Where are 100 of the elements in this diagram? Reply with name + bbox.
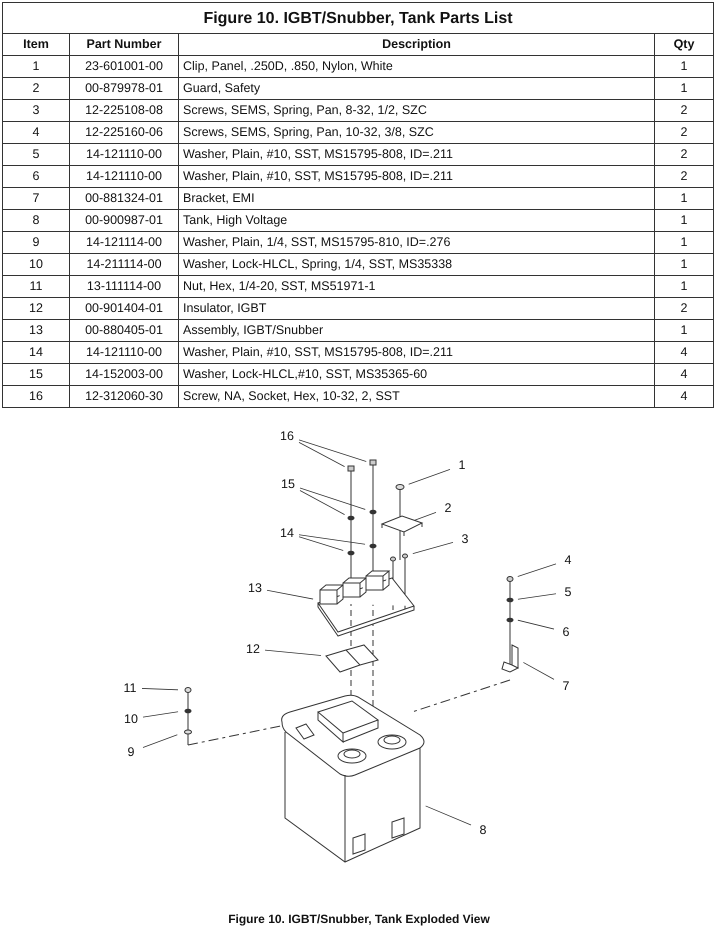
part-number: 14-121110-00 bbox=[86, 147, 162, 161]
column-header: Part Number bbox=[86, 37, 162, 51]
quantity: 1 bbox=[680, 323, 688, 337]
item-number: 12 bbox=[29, 301, 43, 315]
item-number: 2 bbox=[32, 81, 40, 95]
leader-line bbox=[298, 536, 344, 551]
figure-caption: Figure 10. IGBT/Snubber, Tank Exploded View bbox=[228, 912, 490, 926]
quantity: 1 bbox=[680, 81, 688, 95]
item-number: 3 bbox=[32, 103, 40, 117]
table-title: Figure 10. IGBT/Snubber, Tank Parts List bbox=[203, 10, 513, 26]
quantity: 2 bbox=[680, 301, 688, 315]
item-number: 14 bbox=[29, 345, 43, 359]
item-number: 7 bbox=[32, 191, 40, 205]
callout-number: 3 bbox=[454, 531, 476, 547]
quantity: 1 bbox=[680, 59, 688, 73]
item-number: 6 bbox=[32, 169, 40, 183]
part-number: 00-879978-01 bbox=[85, 81, 163, 95]
part-description: Washer, Plain, #10, SST, MS15795-808, ID=.211 bbox=[183, 169, 453, 183]
callout-number: 12 bbox=[242, 641, 264, 657]
callout-number: 2 bbox=[437, 500, 459, 516]
callout-number: 14 bbox=[276, 525, 298, 541]
quantity: 2 bbox=[680, 103, 688, 117]
quantity: 2 bbox=[680, 147, 688, 161]
part-description: Insulator, IGBT bbox=[183, 301, 266, 315]
part-number: 00-881324-01 bbox=[85, 191, 163, 205]
part-description: Guard, Safety bbox=[183, 81, 260, 95]
part-number: 14-121114-00 bbox=[86, 235, 162, 249]
item-number: 13 bbox=[29, 323, 43, 337]
leader-line bbox=[298, 439, 367, 462]
part-description: Clip, Panel, .250D, .850, Nylon, White bbox=[183, 59, 393, 73]
leader-line bbox=[264, 650, 322, 656]
quantity: 2 bbox=[680, 125, 688, 139]
item-number: 11 bbox=[30, 279, 42, 293]
part-number: 12-312060-30 bbox=[85, 389, 163, 403]
callout-number: 16 bbox=[276, 428, 298, 444]
item-number: 4 bbox=[32, 125, 40, 139]
part-number: 00-880405-01 bbox=[85, 323, 163, 337]
callout-number: 5 bbox=[557, 584, 579, 600]
quantity: 4 bbox=[680, 389, 688, 403]
item-number: 15 bbox=[29, 367, 43, 381]
callout-number: 15 bbox=[277, 476, 299, 492]
part-description: Screw, NA, Socket, Hex, 10-32, 2, SST bbox=[183, 389, 400, 403]
quantity: 1 bbox=[680, 257, 688, 271]
callout-number: 13 bbox=[244, 580, 266, 596]
item-number: 10 bbox=[29, 257, 43, 271]
leader-line bbox=[412, 542, 454, 554]
item-number: 5 bbox=[32, 147, 40, 161]
part-number: 00-901404-01 bbox=[85, 301, 163, 315]
part-number: 00-900987-01 bbox=[85, 213, 163, 227]
leader-line bbox=[518, 593, 556, 600]
item-number: 16 bbox=[29, 389, 43, 403]
quantity: 4 bbox=[680, 345, 688, 359]
part-description: Bracket, EMI bbox=[183, 191, 255, 205]
quantity: 1 bbox=[680, 191, 688, 205]
part-description: Assembly, IGBT/Snubber bbox=[183, 323, 324, 337]
leader-line bbox=[517, 564, 556, 577]
callout-number: 11 bbox=[119, 680, 141, 696]
part-number: 23-601001-00 bbox=[85, 59, 163, 73]
item-number: 8 bbox=[32, 213, 40, 227]
part-number: 12-225160-06 bbox=[85, 125, 163, 139]
leader-line bbox=[408, 468, 450, 485]
leader-line bbox=[300, 488, 366, 510]
part-description: Washer, Plain, #10, SST, MS15795-808, ID=.211 bbox=[183, 345, 453, 359]
leader-line bbox=[266, 590, 314, 600]
leader-line bbox=[414, 512, 436, 521]
leader-line bbox=[142, 734, 178, 748]
callout-number: 6 bbox=[555, 624, 577, 640]
item-number: 9 bbox=[32, 235, 40, 249]
part-number: 13-111114-00 bbox=[86, 279, 162, 293]
column-header: Qty bbox=[674, 37, 694, 51]
leader-line bbox=[142, 688, 178, 690]
callout-number: 4 bbox=[557, 552, 579, 568]
quantity: 1 bbox=[680, 279, 688, 293]
column-header: Description bbox=[382, 37, 451, 51]
callout-number: 10 bbox=[120, 711, 142, 727]
quantity: 1 bbox=[680, 213, 688, 227]
part-description: Nut, Hex, 1/4-20, SST, MS51971-1 bbox=[183, 279, 376, 293]
leader-line bbox=[425, 806, 472, 826]
part-description: Washer, Plain, #10, SST, MS15795-808, ID=.211 bbox=[183, 147, 453, 161]
callout-number: 9 bbox=[120, 744, 142, 760]
part-description: Screws, SEMS, Spring, Pan, 8-32, 1/2, SZC bbox=[183, 103, 427, 117]
quantity: 1 bbox=[680, 235, 688, 249]
callout-number: 1 bbox=[451, 457, 473, 473]
quantity: 4 bbox=[680, 367, 688, 381]
part-number: 12-225108-08 bbox=[85, 103, 163, 117]
part-description: Washer, Lock-HLCL, Spring, 1/4, SST, MS35338 bbox=[183, 257, 452, 271]
callout-number: 8 bbox=[472, 822, 494, 838]
part-description: Tank, High Voltage bbox=[183, 213, 288, 227]
part-description: Screws, SEMS, Spring, Pan, 10-32, 3/8, SZC bbox=[183, 125, 434, 139]
leader-line bbox=[142, 711, 178, 718]
part-description: Washer, Plain, 1/4, SST, MS15795-810, ID=.276 bbox=[183, 235, 450, 249]
leader-line bbox=[522, 662, 554, 680]
part-description: Washer, Lock-HLCL,#10, SST, MS35365-60 bbox=[183, 367, 428, 381]
leader-line bbox=[300, 490, 345, 516]
leader-line bbox=[298, 534, 366, 545]
quantity: 2 bbox=[680, 169, 688, 183]
leader-line bbox=[298, 442, 345, 468]
leader-line bbox=[517, 620, 554, 630]
part-number: 14-211114-00 bbox=[86, 257, 162, 271]
item-number: 1 bbox=[32, 59, 40, 73]
